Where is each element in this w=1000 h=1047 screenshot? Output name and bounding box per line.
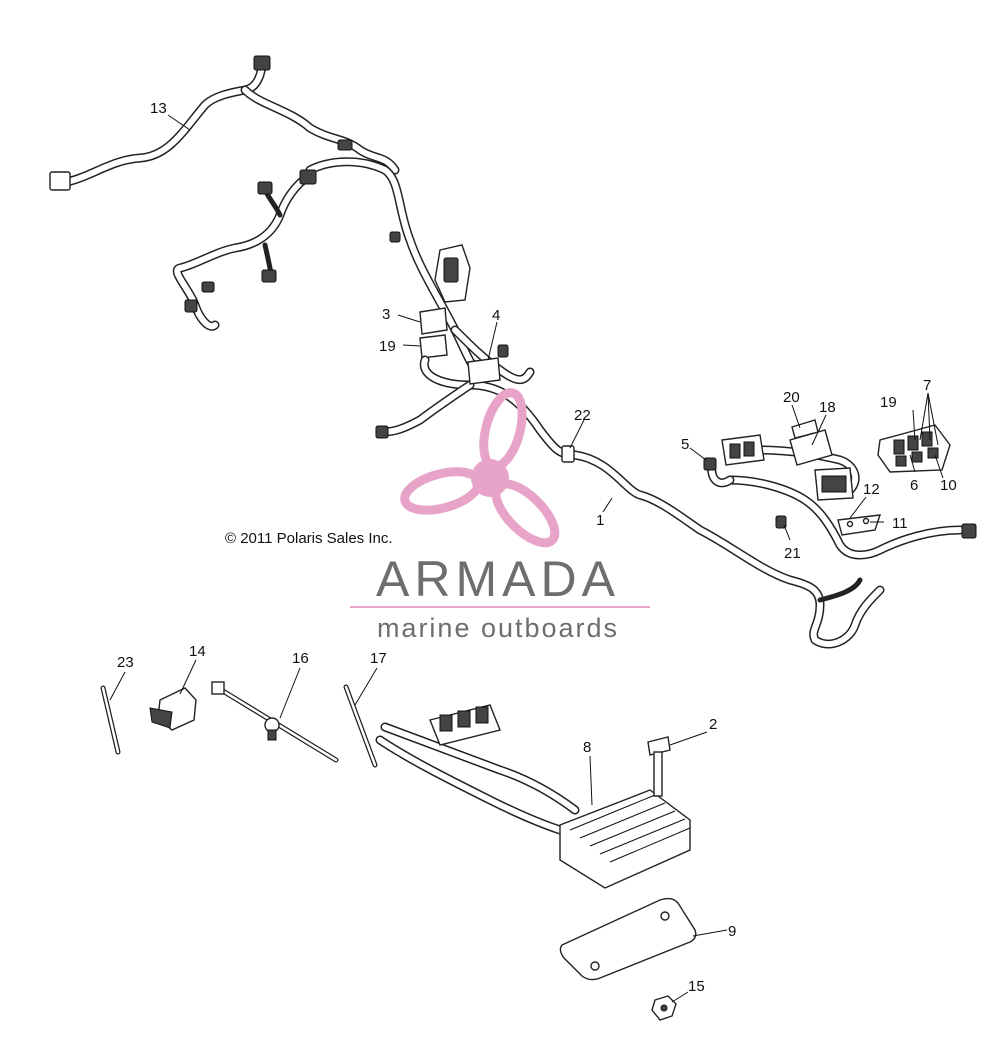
harness-right-cluster	[703, 419, 977, 560]
bolt-2	[647, 736, 671, 797]
relay-4	[467, 357, 501, 385]
callout-17: 17	[370, 650, 387, 667]
callout-5: 5	[681, 436, 689, 453]
plate-9	[559, 897, 697, 981]
regulator-8	[375, 704, 691, 889]
callout-21: 21	[784, 545, 801, 562]
harness-13	[49, 55, 400, 191]
push-mount-tie-16	[211, 681, 339, 763]
callout-labels: 13 3 19 4 22 1 5 20 18 19 7 6 10 12 11 2…	[117, 100, 957, 995]
callout-3: 3	[382, 306, 390, 323]
callout-4: 4	[492, 307, 500, 324]
callout-19b: 19	[880, 394, 897, 411]
callout-2: 2	[709, 716, 717, 733]
callout-16: 16	[292, 650, 309, 667]
callout-15: 15	[688, 978, 705, 995]
copyright-text: © 2011 Polaris Sales Inc.	[225, 530, 393, 547]
callout-10: 10	[940, 477, 957, 494]
callout-23: 23	[117, 654, 134, 671]
propeller-icon	[400, 388, 560, 548]
clip-22	[561, 445, 575, 463]
nut-15	[651, 995, 677, 1021]
center-connectors	[375, 244, 580, 460]
cable-tie-17	[343, 684, 378, 768]
cable-tie-23	[100, 685, 121, 755]
connector-3	[419, 307, 448, 335]
connector-5	[703, 457, 717, 471]
callout-13: 13	[150, 100, 167, 117]
connector-13-top	[253, 55, 271, 71]
clip-14	[149, 687, 197, 731]
callout-22: 22	[574, 407, 591, 424]
callout-8: 8	[583, 739, 591, 756]
callout-19a: 19	[379, 338, 396, 355]
relay-box	[877, 424, 951, 473]
callout-12: 12	[863, 481, 880, 498]
connector-block-right	[721, 434, 765, 466]
watermark-title: ARMADA	[376, 551, 620, 607]
watermark: ARMADA marine outboards	[350, 388, 650, 643]
main-harness-1	[561, 445, 885, 649]
watermark-subtitle: marine outboards	[377, 613, 619, 643]
callout-1: 1	[596, 512, 604, 529]
connector-21	[775, 515, 787, 529]
leader-lines	[109, 114, 944, 1003]
bracket-11	[837, 514, 882, 536]
callout-6: 6	[910, 477, 918, 494]
callout-18: 18	[819, 399, 836, 416]
callout-20: 20	[783, 389, 800, 406]
callout-7: 7	[923, 377, 931, 394]
fuse-holder-19	[419, 334, 448, 359]
callout-9: 9	[728, 923, 736, 940]
connector-13-end	[49, 171, 71, 191]
callout-14: 14	[189, 643, 206, 660]
callout-11: 11	[892, 515, 908, 532]
